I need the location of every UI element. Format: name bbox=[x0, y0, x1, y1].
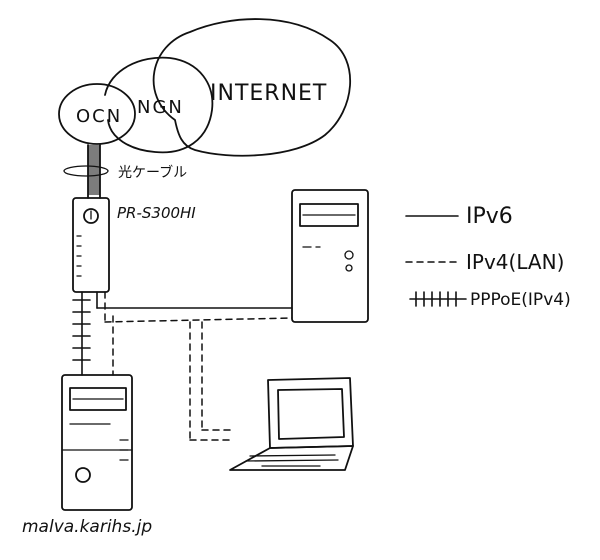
legend-ipv6-label: IPv6 bbox=[466, 204, 513, 229]
router-icon bbox=[72, 197, 110, 293]
ocn-cloud bbox=[58, 83, 136, 145]
site-credit: malva.karihs.jp bbox=[22, 517, 152, 537]
ocn-label: OCN bbox=[76, 106, 122, 127]
ipv6-link bbox=[96, 291, 293, 309]
legend bbox=[405, 215, 467, 307]
internet-label: INTERNET bbox=[210, 81, 327, 106]
legend-pppoe-swatch bbox=[409, 291, 467, 307]
laptop-icon bbox=[229, 377, 354, 471]
ngn-cloud bbox=[104, 56, 214, 154]
fiber-cable-label: 光ケーブル bbox=[118, 164, 187, 181]
ipv4-lan-links bbox=[104, 291, 293, 441]
legend-pppoe-label: PPPoE(IPv4) bbox=[470, 290, 571, 310]
pppoe-link bbox=[72, 291, 91, 376]
router-label: PR-S300HI bbox=[117, 204, 196, 222]
legend-ipv4-label: IPv4(LAN) bbox=[466, 250, 564, 274]
internet-cloud bbox=[152, 18, 351, 157]
server-tower-icon bbox=[61, 374, 133, 511]
ngn-label: NGN bbox=[137, 97, 184, 118]
desktop-tower-icon bbox=[291, 189, 369, 323]
fiber-cable bbox=[63, 144, 109, 199]
